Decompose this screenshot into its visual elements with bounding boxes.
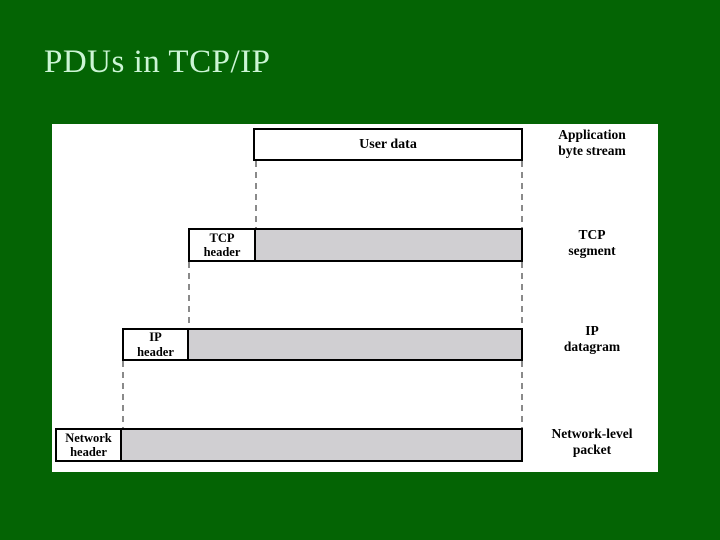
- tcp-segment-row: TCP header: [188, 228, 523, 262]
- tcp-segment-label-line1: TCP: [578, 227, 606, 242]
- ip-header-label-line1: IP: [149, 330, 162, 345]
- tcp-header-box: TCP header: [190, 230, 256, 260]
- tcp-header-label-line1: TCP: [209, 230, 235, 245]
- network-header-label-line2: header: [70, 445, 107, 459]
- network-data-area: [122, 430, 521, 460]
- application-byte-stream-label-line1: Application: [558, 127, 626, 142]
- network-level-packet-label: Network-level packet: [527, 426, 657, 459]
- network-level-packet-label-line1: Network-level: [551, 426, 633, 441]
- application-byte-stream-label: Application byte stream: [527, 127, 657, 160]
- ip-header-label-line2: header: [137, 344, 174, 359]
- tcp-header-label-line2: header: [203, 245, 241, 259]
- pdu-diagram-panel: User data TCP header IP header: [52, 124, 658, 472]
- application-byte-stream-label-line2: byte stream: [558, 143, 626, 159]
- ip-data-area: [189, 330, 521, 359]
- tcp-segment-label: TCP segment: [527, 227, 657, 260]
- dashed-line-tcp-right: [521, 262, 523, 328]
- tcp-data-area: [256, 230, 521, 260]
- dashed-line-userdata-right: [521, 161, 523, 228]
- slide-title: PDUs in TCP/IP: [44, 44, 271, 80]
- ip-datagram-label-line1: IP: [585, 323, 599, 338]
- network-header-box: Network header: [57, 430, 122, 460]
- ip-header-box: IP header: [124, 330, 189, 359]
- dashed-line-tcp-left: [188, 262, 190, 328]
- network-header-label-line1: Network: [65, 430, 112, 445]
- network-level-packet-label-line2: packet: [572, 442, 612, 458]
- tcp-segment-label-line2: segment: [568, 243, 616, 259]
- dashed-line-ip-right: [521, 361, 523, 428]
- user-data-box: User data: [253, 128, 523, 161]
- dashed-line-ip-left: [122, 361, 124, 428]
- dashed-line-userdata-left: [255, 161, 257, 228]
- user-data-label: User data: [359, 136, 417, 152]
- ip-datagram-label-line2: datagram: [563, 339, 621, 355]
- ip-datagram-label: IP datagram: [527, 323, 657, 356]
- ip-datagram-row: IP header: [122, 328, 523, 361]
- network-packet-row: Network header: [55, 428, 523, 462]
